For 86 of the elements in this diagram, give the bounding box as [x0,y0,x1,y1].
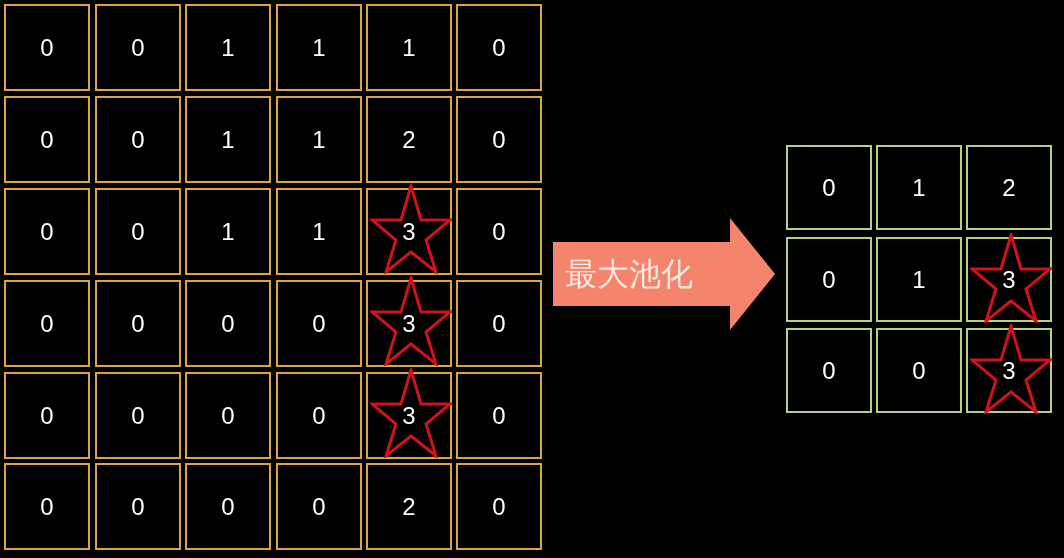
grid-cell [95,188,181,275]
grid-cell [786,237,872,322]
cell-value: 2 [402,124,416,155]
cell-value: 0 [312,308,326,339]
cell-value: 1 [912,172,926,203]
grid-cell [366,4,452,91]
grid-cell [95,96,181,183]
cell-value: 1 [221,124,235,155]
cell-value: 0 [131,308,145,339]
cell-value: 0 [492,216,506,247]
grid-cell [456,188,542,275]
cell-value: 3 [402,308,416,339]
grid-cell [456,372,542,459]
grid-cell [876,328,962,413]
arrow-label: 最大池化 [565,254,693,295]
cell-value: 0 [40,491,54,522]
cell-value: 0 [40,216,54,247]
grid-cell [366,463,452,550]
cell-value: 0 [221,400,235,431]
grid-cell [185,96,271,183]
cell-value: 0 [40,124,54,155]
cell-value: 0 [131,124,145,155]
cell-value: 3 [1002,264,1016,295]
grid-cell [95,280,181,367]
cell-value: 0 [131,400,145,431]
grid-cell [185,372,271,459]
grid-cell [276,372,362,459]
grid-cell [185,463,271,550]
cell-value: 3 [402,216,416,247]
grid-cell [95,463,181,550]
grid-cell [276,4,362,91]
cell-value: 1 [402,32,416,63]
cell-value: 0 [822,264,836,295]
grid-cell [4,188,90,275]
grid-cell [456,280,542,367]
cell-value: 1 [221,216,235,247]
cell-value: 3 [402,400,416,431]
grid-cell [276,188,362,275]
cell-value: 0 [131,216,145,247]
cell-value: 0 [492,124,506,155]
grid-cell [786,328,872,413]
cell-value: 0 [492,400,506,431]
grid-cell [185,188,271,275]
cell-value: 0 [40,308,54,339]
cell-value: 1 [912,264,926,295]
grid-cell [4,4,90,91]
cell-value: 0 [221,308,235,339]
cell-value: 0 [40,32,54,63]
grid-cell [4,463,90,550]
grid-cell [276,463,362,550]
grid-cell [456,4,542,91]
grid-cell [4,280,90,367]
grid-cell [366,96,452,183]
cell-value: 0 [492,32,506,63]
cell-value: 0 [822,172,836,203]
grid-cell [185,4,271,91]
cell-value: 3 [1002,355,1016,386]
cell-value: 0 [131,32,145,63]
cell-value: 0 [221,491,235,522]
grid-cell [876,145,962,230]
cell-value: 0 [40,400,54,431]
grid-cell [276,96,362,183]
cell-value: 2 [402,491,416,522]
grid-cell [185,280,271,367]
grid-cell [276,280,362,367]
grid-cell [456,96,542,183]
cell-value: 2 [1002,172,1016,203]
cell-value: 0 [912,355,926,386]
cell-value: 0 [312,491,326,522]
cell-value: 1 [312,124,326,155]
grid-cell [95,4,181,91]
cell-value: 1 [312,32,326,63]
cell-value: 0 [492,308,506,339]
cell-value: 1 [221,32,235,63]
cell-value: 0 [312,400,326,431]
grid-cell [876,237,962,322]
cell-value: 1 [312,216,326,247]
grid-cell [786,145,872,230]
cell-value: 0 [492,491,506,522]
grid-cell [4,96,90,183]
cell-value: 0 [131,491,145,522]
grid-cell [95,372,181,459]
cell-value: 0 [822,355,836,386]
grid-cell [966,145,1052,230]
grid-cell [4,372,90,459]
grid-cell [456,463,542,550]
